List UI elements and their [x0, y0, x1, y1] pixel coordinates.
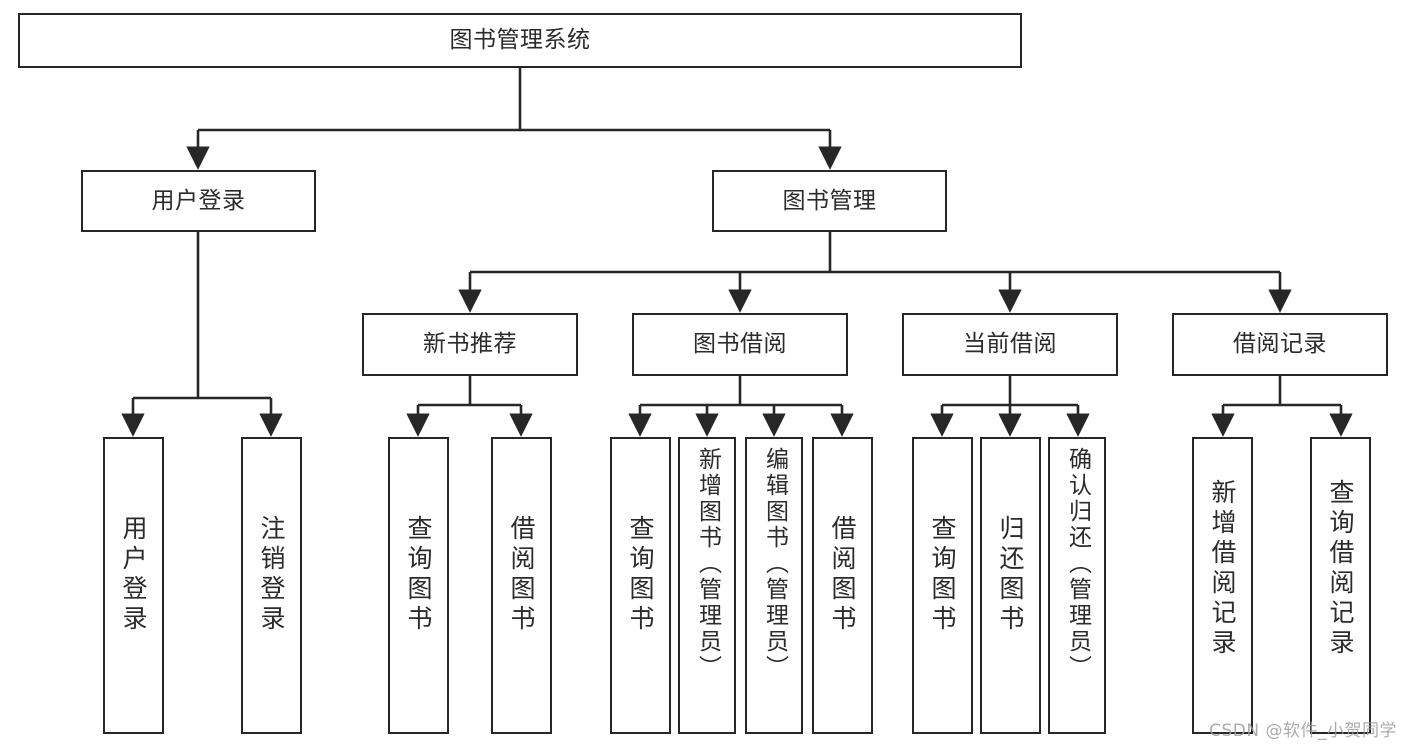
leaf-current-borrow-query-label: 查询图书 — [928, 515, 957, 635]
node-user-login[interactable]: 用户登录 — [81, 170, 316, 232]
leaf-current-borrow-query[interactable]: 查询图书 — [912, 437, 973, 734]
leaf-current-borrow-return[interactable]: 归还图书 — [980, 437, 1041, 734]
leaf-user-login-login[interactable]: 用户登录 — [103, 437, 164, 734]
leaf-book-borrow-borrow[interactable]: 借阅图书 — [812, 437, 873, 734]
csdn-watermark: CSDN @软件_小贺同学 — [1209, 721, 1397, 741]
node-root-book-management-system[interactable]: 图书管理系统 — [18, 13, 1022, 68]
node-book-management[interactable]: 图书管理 — [712, 170, 947, 232]
leaf-book-borrow-add[interactable]: 新增图书（管理员） — [678, 437, 736, 734]
node-current-borrow[interactable]: 当前借阅 — [902, 313, 1118, 376]
leaf-book-borrow-add-label: 新增图书（管理员） — [694, 447, 721, 681]
leaf-current-borrow-return-label: 归还图书 — [996, 515, 1025, 635]
leaf-current-borrow-confirm-return[interactable]: 确认归还（管理员） — [1048, 437, 1106, 734]
node-borrow-record[interactable]: 借阅记录 — [1172, 313, 1388, 376]
leaf-new-book-query-label: 查询图书 — [404, 515, 433, 635]
leaf-book-borrow-edit[interactable]: 编辑图书（管理员） — [745, 437, 803, 734]
leaf-book-borrow-borrow-label: 借阅图书 — [828, 515, 857, 635]
leaf-borrow-record-query-label: 查询借阅记录 — [1326, 479, 1355, 659]
leaf-book-borrow-edit-label: 编辑图书（管理员） — [761, 447, 788, 681]
leaf-user-login-login-label: 用户登录 — [119, 515, 148, 635]
leaf-book-borrow-query-label: 查询图书 — [626, 515, 655, 635]
leaf-borrow-record-add[interactable]: 新增借阅记录 — [1192, 437, 1253, 734]
node-new-book-recommend[interactable]: 新书推荐 — [362, 313, 578, 376]
node-user-login-label: 用户登录 — [151, 187, 246, 214]
leaf-borrow-record-query[interactable]: 查询借阅记录 — [1310, 437, 1371, 734]
leaf-new-book-borrow-label: 借阅图书 — [507, 515, 536, 635]
node-book-borrow[interactable]: 图书借阅 — [632, 313, 848, 376]
node-borrow-record-label: 借阅记录 — [1233, 331, 1327, 358]
leaf-book-borrow-query[interactable]: 查询图书 — [610, 437, 671, 734]
leaf-user-login-logout[interactable]: 注销登录 — [241, 437, 302, 734]
node-new-book-recommend-label: 新书推荐 — [423, 331, 517, 358]
node-root-label: 图书管理系统 — [449, 27, 591, 54]
leaf-new-book-borrow[interactable]: 借阅图书 — [491, 437, 552, 734]
node-book-management-label: 图书管理 — [782, 187, 877, 214]
leaf-current-borrow-confirm-return-label: 确认归还（管理员） — [1064, 447, 1091, 681]
leaf-new-book-query[interactable]: 查询图书 — [388, 437, 449, 734]
leaf-user-login-logout-label: 注销登录 — [257, 515, 286, 635]
node-current-borrow-label: 当前借阅 — [963, 331, 1057, 358]
leaf-borrow-record-add-label: 新增借阅记录 — [1208, 479, 1237, 659]
node-book-borrow-label: 图书借阅 — [693, 331, 787, 358]
